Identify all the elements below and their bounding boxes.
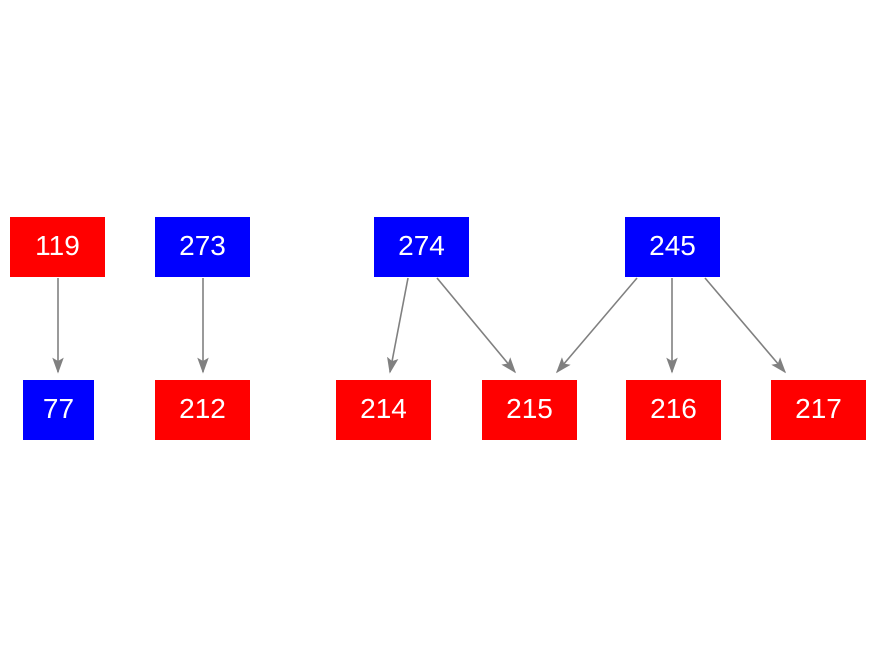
node-label-216: 216 [650,393,697,424]
graph-node-214[interactable]: 214 [336,380,431,440]
edges-group [52,277,787,374]
graph-node-119[interactable]: 119 [10,217,105,277]
graph-node-215[interactable]: 215 [482,380,577,440]
edge-274-to-214 [387,277,409,374]
node-label-217: 217 [795,393,842,424]
node-label-245: 245 [649,230,696,261]
graph-node-274[interactable]: 274 [374,217,469,277]
node-label-212: 212 [179,393,226,424]
graph-node-77[interactable]: 77 [23,380,94,440]
node-label-214: 214 [360,393,407,424]
graph-node-212[interactable]: 212 [155,380,250,440]
edge-245-to-217 [704,277,787,374]
node-label-274: 274 [398,230,445,261]
graph-node-216[interactable]: 216 [626,380,721,440]
graph-node-217[interactable]: 217 [771,380,866,440]
graph-node-273[interactable]: 273 [155,217,250,277]
edge-274-to-215 [436,277,517,374]
node-label-77: 77 [42,393,75,424]
node-label-215: 215 [506,393,553,424]
node-label-119: 119 [35,230,80,261]
graph-node-245[interactable]: 245 [625,217,720,277]
node-label-273: 273 [179,230,226,261]
edge-245-to-215 [555,277,638,374]
